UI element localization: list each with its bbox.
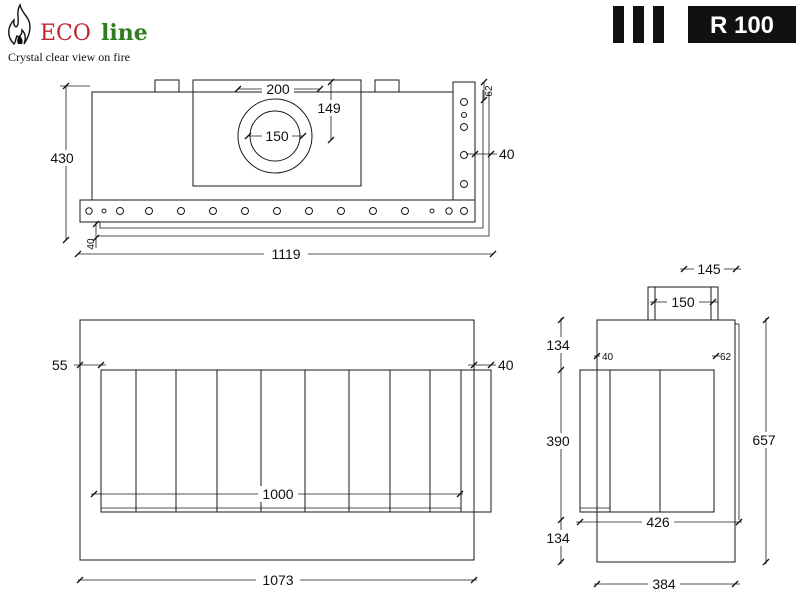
dim-label-430: 430 bbox=[50, 150, 74, 166]
bolt-hole bbox=[460, 207, 468, 215]
bottom-frame bbox=[79, 199, 476, 223]
label-mask bbox=[748, 432, 780, 448]
label-mask bbox=[667, 294, 699, 310]
dim-label-1119: 1119 bbox=[271, 246, 300, 262]
label-mask bbox=[648, 576, 680, 592]
badge-bar-3 bbox=[653, 6, 664, 43]
side-glass bbox=[579, 369, 715, 513]
front-view-body bbox=[79, 319, 475, 561]
dim-label-134-bottom: 134 bbox=[546, 530, 570, 546]
bolt-hole bbox=[273, 207, 281, 215]
side-view-body bbox=[596, 319, 736, 563]
bolt-hole bbox=[401, 207, 409, 215]
bolt-hole bbox=[305, 207, 313, 215]
bolt-hole bbox=[241, 207, 249, 215]
frame-holes bbox=[85, 207, 468, 215]
model-label-box bbox=[688, 6, 796, 43]
bolt-hole bbox=[445, 207, 453, 215]
label-mask bbox=[694, 261, 724, 277]
front-view: 55 40 1000 1073 bbox=[52, 319, 514, 588]
bolt-hole bbox=[460, 151, 468, 159]
label-mask bbox=[262, 82, 294, 97]
dim-label-62-side-view: 62 bbox=[720, 352, 732, 363]
bolt-hole bbox=[460, 123, 468, 131]
bolt-hole bbox=[85, 207, 93, 215]
bolt-hole bbox=[369, 207, 377, 215]
bolt-hole bbox=[101, 208, 107, 214]
label-mask bbox=[48, 150, 76, 166]
top-tab-left bbox=[154, 79, 180, 93]
dim-label-55: 55 bbox=[52, 357, 68, 373]
offset-line-outer bbox=[98, 92, 490, 237]
label-mask bbox=[642, 514, 674, 530]
dim-label-40-bottom: 40 bbox=[86, 238, 97, 250]
badge-bar-1 bbox=[613, 6, 624, 43]
dim-label-200: 200 bbox=[266, 81, 290, 97]
side-glass-frame bbox=[579, 369, 611, 513]
dim-label-1073: 1073 bbox=[262, 572, 293, 588]
side-glass-panel bbox=[460, 369, 492, 513]
bolt-hole bbox=[461, 112, 467, 118]
label-mask bbox=[258, 486, 298, 502]
label-mask bbox=[542, 433, 574, 449]
dim-label-40-side: 40 bbox=[499, 146, 515, 162]
dim-label-134-top: 134 bbox=[546, 337, 570, 353]
brand-tagline: Crystal clear view on fire bbox=[8, 50, 130, 64]
dim-label-145: 145 bbox=[697, 261, 721, 277]
offset-line-inner bbox=[99, 90, 484, 229]
dim-label-62: 62 bbox=[484, 85, 495, 97]
top-view-body bbox=[91, 91, 454, 201]
dim-label-384: 384 bbox=[652, 576, 676, 592]
bolt-hole bbox=[116, 207, 124, 215]
bolt-hole bbox=[460, 98, 468, 106]
brand-logo: ECO line Crystal clear view on fire bbox=[8, 3, 148, 64]
dim-label-390: 390 bbox=[546, 433, 570, 449]
dim-label-149: 149 bbox=[317, 100, 341, 116]
brand-name-line: line bbox=[101, 20, 148, 46]
dim-label-40-front: 40 bbox=[498, 357, 514, 373]
side-view: 145 150 134 390 134 657 426 bbox=[542, 261, 780, 592]
label-mask bbox=[544, 337, 574, 353]
label-mask bbox=[264, 247, 308, 262]
label-mask bbox=[544, 530, 574, 546]
top-tab-right bbox=[374, 79, 400, 93]
bolt-hole bbox=[145, 207, 153, 215]
label-mask bbox=[262, 128, 292, 143]
model-label: R 100 bbox=[710, 12, 774, 39]
bolt-hole bbox=[337, 207, 345, 215]
flue-outer-circle bbox=[237, 98, 313, 174]
bolt-hole bbox=[460, 180, 468, 188]
dim-label-1000: 1000 bbox=[262, 486, 293, 502]
flame-icon bbox=[8, 3, 31, 45]
dim-label-40-side-view: 40 bbox=[602, 352, 614, 363]
brand-name-eco: ECO bbox=[40, 21, 91, 46]
dim-label-150-side: 150 bbox=[671, 294, 695, 310]
top-view: 430 200 149 150 62 40 40 1119 bbox=[48, 78, 515, 262]
badge-bar-2 bbox=[633, 6, 644, 43]
label-mask bbox=[314, 100, 344, 116]
bolt-hole bbox=[177, 207, 185, 215]
label-mask bbox=[256, 572, 300, 588]
flue-box bbox=[192, 79, 362, 187]
bolt-hole bbox=[429, 208, 435, 214]
bolt-hole bbox=[209, 207, 217, 215]
dim-label-426: 426 bbox=[646, 514, 670, 530]
dim-label-150: 150 bbox=[265, 128, 289, 144]
model-badge: R 100 bbox=[613, 6, 796, 43]
dim-label-657: 657 bbox=[752, 432, 776, 448]
